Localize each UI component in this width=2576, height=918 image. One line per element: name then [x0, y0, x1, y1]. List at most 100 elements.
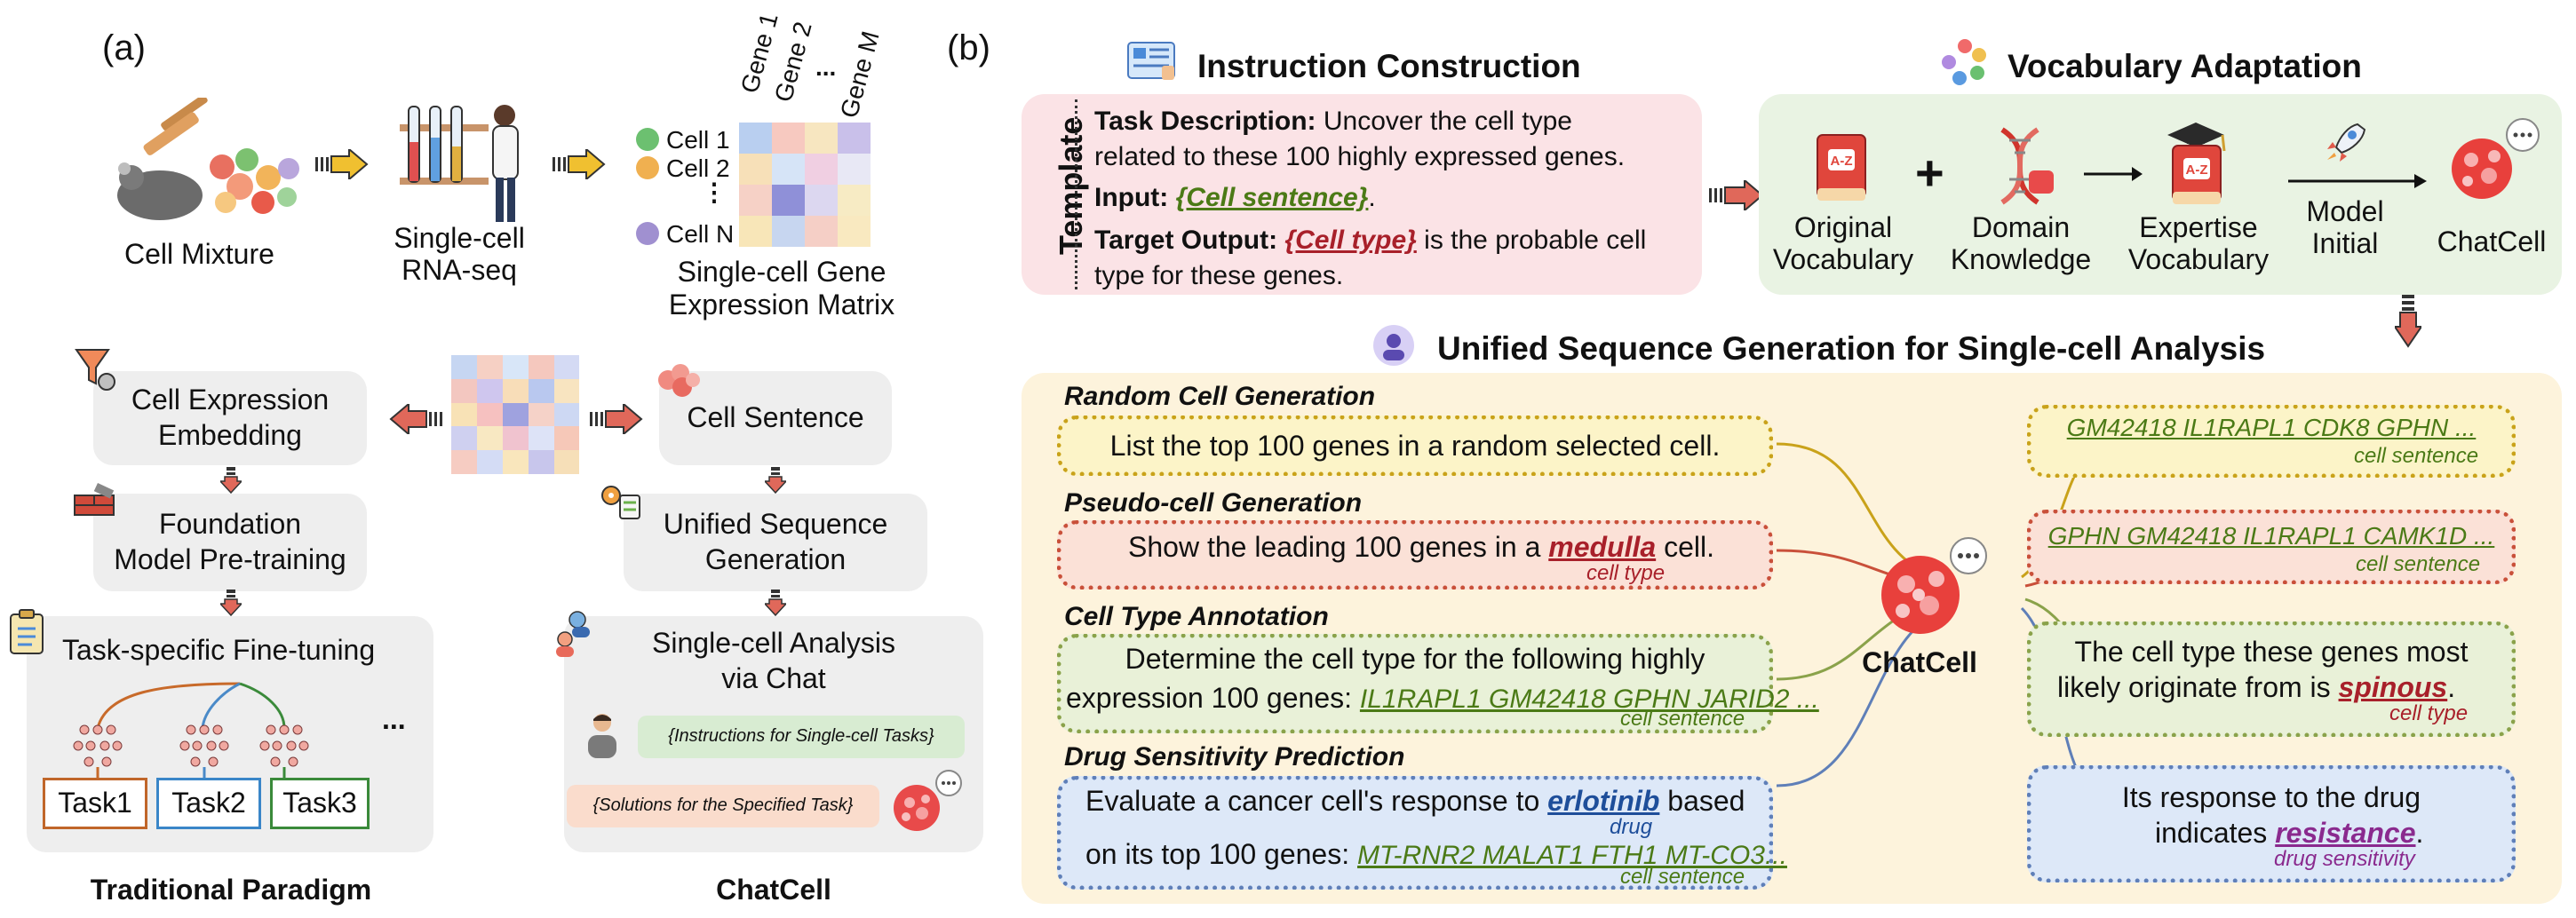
funnel-icon [75, 349, 115, 391]
vocab-icon [1942, 39, 1986, 85]
template-label: Template [1053, 116, 1089, 255]
expertise-book-icon: A-Z [2167, 123, 2226, 204]
arrow-right-icon [590, 404, 643, 434]
plus-sign: + [1915, 145, 1944, 201]
task3-label: Task3 [282, 787, 357, 819]
unified-icon [1373, 325, 1414, 366]
input-line: Input: {Cell sentence}. [1094, 183, 1376, 212]
matrix-row-cell1: Cell 1 [666, 126, 730, 154]
matrix-row-ellipsis: ⋮ [702, 178, 727, 206]
cell-sentence-box [659, 371, 892, 465]
task-ellipsis: ... [382, 703, 406, 735]
annotation-input-line2: expression 100 genes: IL1RAPL1 GM42418 G… [1066, 682, 1819, 714]
unified-label-1: Unified Sequence [663, 508, 888, 540]
analysis-label-1: Single-cell Analysis [652, 627, 895, 659]
task-description: Task Description: Uncover the cell type [1094, 107, 1572, 136]
vocab-header: Vocabulary Adaptation [2008, 48, 2362, 84]
cell-dot-icon [636, 222, 659, 245]
target-output-line: Target Output: {Cell type} is the probab… [1094, 226, 1647, 255]
traditional-caption: Traditional Paradigm [90, 874, 372, 906]
annotation-output-line2: likely originate from is spinous. [2057, 671, 2456, 703]
arrow-right-icon [1709, 180, 1764, 210]
chatcell-caption: ChatCell [716, 874, 831, 906]
svg-text:A-Z: A-Z [2186, 162, 2208, 178]
drug-input-sub: cell sentence [1620, 865, 1745, 889]
unified-header: Unified Sequence Generation for Single-c… [1437, 330, 2266, 367]
arrow-right-thin-icon [2084, 167, 2143, 181]
drug-output-line2: indicates resistance. [2155, 817, 2424, 849]
cell-dot-icon [636, 156, 659, 179]
original-vocab-label-1: Original [1793, 211, 1893, 243]
task2-label: Task2 [171, 787, 246, 819]
chatcell-vocab-label: ChatCell [2437, 226, 2547, 257]
brick-icon [74, 482, 115, 516]
instructions-bubble [638, 716, 965, 758]
embedding-label-2: Embedding [158, 419, 302, 451]
rnaseq-label-1: Single-cell [394, 222, 525, 254]
model-initial-label-1: Model [2306, 195, 2384, 227]
expertise-vocab-label-1: Expertise [2139, 211, 2258, 243]
drug-output-line1: Its response to the drug [2121, 781, 2421, 813]
expertise-vocab-label-2: Vocabulary [2127, 243, 2270, 275]
drug-input-line2: on its top 100 genes: MT-RNR2 MALAT1 FTH… [1085, 838, 1787, 870]
random-input-text: List the top 100 genes in a random selec… [1109, 430, 1721, 462]
svg-text:A-Z: A-Z [1831, 154, 1853, 169]
task1-label: Task1 [58, 787, 132, 819]
drug-input-drug-sub: drug [1610, 815, 1653, 839]
target-output-line2: type for these genes. [1094, 261, 1344, 290]
random-output-sub: cell sentence [2354, 444, 2479, 468]
solutions-bubble [567, 785, 879, 827]
panel-b-label: (b) [947, 28, 990, 67]
model-initial-label-2: Initial [2311, 227, 2379, 259]
dna-icon [2000, 127, 2054, 205]
pseudo-input-sub: cell type [1586, 561, 1666, 585]
instructions-text: {Instructions for Single-cell Tasks} [668, 726, 934, 746]
embedding-label-1: Cell Expression [131, 384, 330, 415]
arrow-down-icon [220, 590, 242, 616]
arrow-right-icon [553, 149, 606, 179]
arrow-down-icon [765, 467, 786, 494]
chatcell-center-icon [1881, 537, 1987, 634]
pseudo-output-box [2027, 510, 2516, 584]
arrow-right-icon [315, 149, 369, 179]
analysis-label-2: via Chat [721, 662, 826, 694]
arrow-down-icon [765, 590, 786, 616]
cell-mixture-label: Cell Mixture [124, 238, 274, 270]
pseudo-input-box [1057, 520, 1773, 590]
template-divider [1075, 99, 1077, 289]
matrix-col-genem: Gene M [835, 28, 885, 122]
annotation-input-box [1057, 634, 1773, 733]
random-output-box [2027, 405, 2516, 478]
chatcell-logo-icon [2452, 118, 2540, 199]
task1-box [43, 778, 147, 829]
drug-output-box [2027, 765, 2516, 882]
rocket-icon [2327, 123, 2366, 162]
vocab-box [1759, 94, 2562, 295]
matrix-row-cell2: Cell 2 [666, 154, 730, 182]
instruction-icon [1127, 42, 1175, 80]
cell-mixture-illustration [117, 98, 299, 220]
user-avatar-icon [588, 714, 616, 758]
chat-users-icon [556, 611, 590, 657]
task-title-random: Random Cell Generation [1064, 382, 1376, 411]
original-vocab-label-2: Vocabulary [1772, 243, 1914, 275]
cell-cluster-icon [658, 364, 700, 397]
chatcell-bot-icon [894, 770, 962, 831]
drug-output-sub: drug sensitivity [2274, 847, 2415, 871]
drug-input-box [1057, 776, 1773, 890]
arrow-left-icon [389, 404, 442, 434]
task-title-annotation: Cell Type Annotation [1064, 602, 1329, 631]
annotation-input-sub: cell sentence [1620, 707, 1745, 731]
task3-box [270, 778, 370, 829]
domain-knowledge-label-1: Domain [1971, 211, 2071, 243]
foundation-model-box [93, 494, 367, 591]
expression-mosaic [451, 355, 579, 474]
unified-label-2: Generation [704, 543, 847, 575]
unified-sequence-box [624, 494, 927, 591]
gene-expression-matrix [739, 123, 871, 247]
arrow-right-thin-icon [2288, 174, 2427, 188]
fine-tuning-label: Task-specific Fine-tuning [62, 634, 376, 666]
task-title-drug: Drug Sensitivity Prediction [1064, 742, 1405, 772]
annotation-output-line1: The cell type these genes most [2074, 636, 2469, 668]
chatcell-center-label: ChatCell [1862, 646, 1977, 678]
